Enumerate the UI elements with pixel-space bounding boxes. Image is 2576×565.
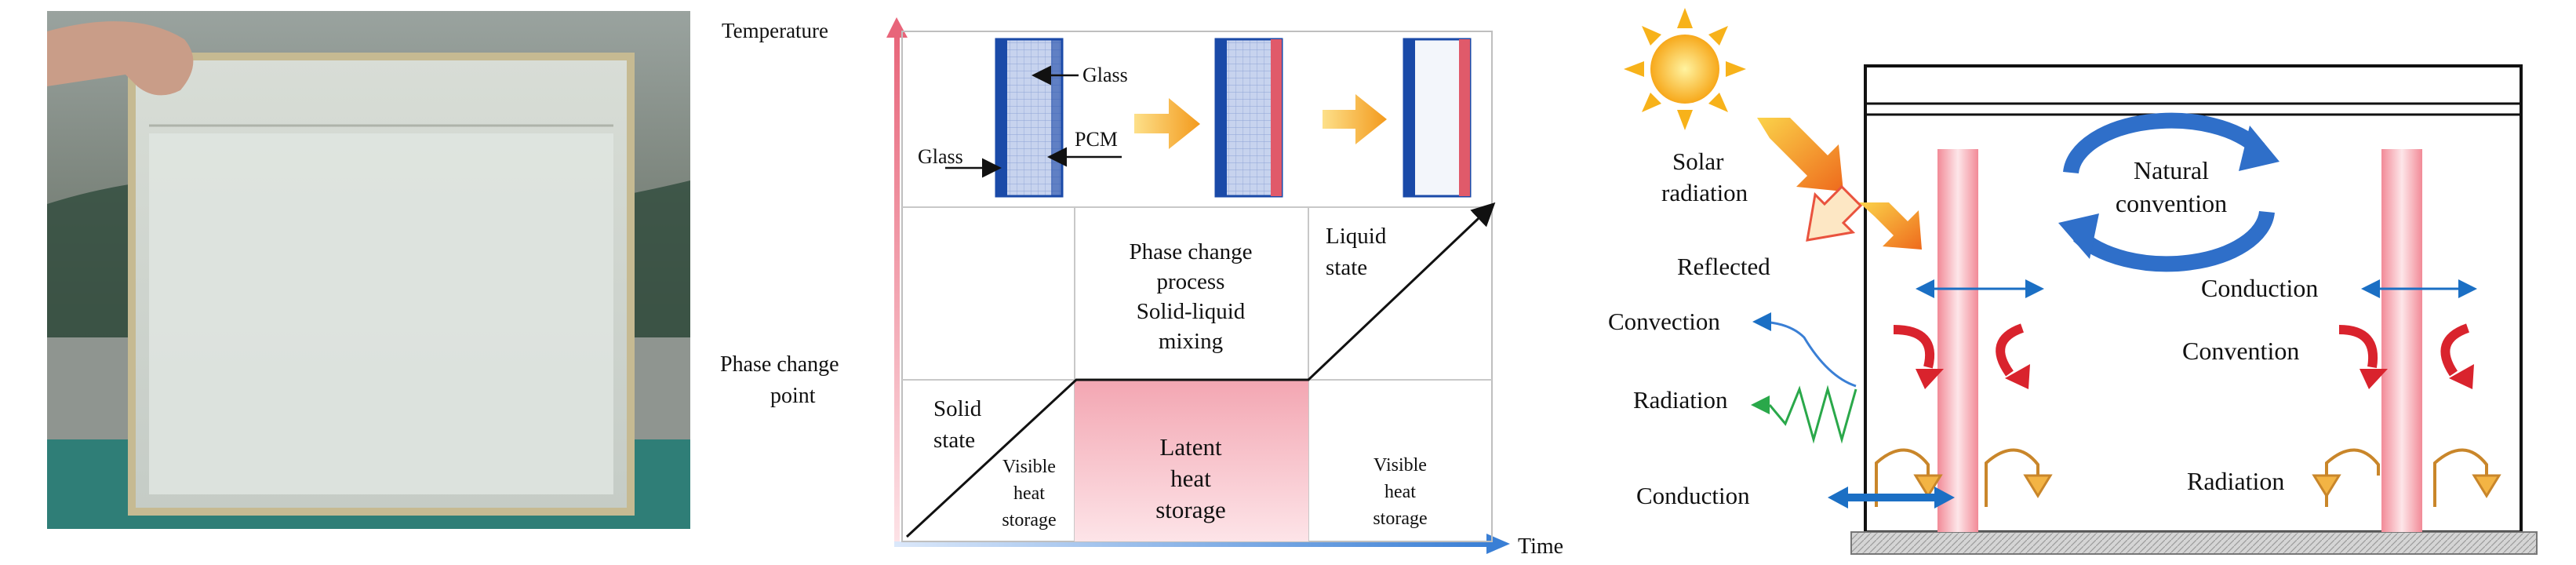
solar-radiation-arrow [1757, 118, 1843, 191]
solar-label-1: Solar [1672, 148, 1724, 175]
solar-label-2: radiation [1661, 179, 1748, 206]
visible-heat-right-1: Visible [1374, 455, 1427, 476]
sun-icon [1624, 8, 1746, 130]
pcm-window-mixing [1214, 38, 1283, 198]
glass-top-label: Glass [1082, 64, 1128, 86]
natural-convection-cycle [2058, 112, 2279, 272]
temperature-axis [894, 31, 900, 546]
visible-heat-right-3: storage [1373, 508, 1427, 529]
radiation-left-label: Radiation [1633, 386, 1728, 414]
convection-curls [1893, 323, 2470, 377]
time-axis [894, 541, 1490, 547]
visible-heat-left-3: storage [1002, 510, 1056, 530]
temperature-curve [905, 202, 1496, 538]
radiation-wave [1768, 385, 1857, 444]
convection-arrow [1752, 312, 1857, 388]
photo-panel [47, 11, 690, 529]
conduction-right-label: Conduction [2201, 274, 2318, 302]
phase-change-label-1: Phase change [720, 352, 839, 377]
phase-process-2: process [1157, 269, 1225, 294]
convection-label: Convection [1608, 308, 1720, 335]
pcm-glass-left [1937, 149, 1978, 532]
solid-state-2: state [933, 428, 975, 453]
glass-left-label: Glass [918, 145, 963, 168]
incident-arrow [1859, 202, 1922, 250]
reflected-arrow [1806, 184, 1863, 242]
pcm-label: PCM [1075, 128, 1118, 151]
solid-state-1: Solid [933, 396, 982, 421]
process-arrow-1 [1134, 98, 1200, 149]
phase-diagram: Temperature Time Phase change point [720, 17, 1563, 559]
phase-process-1: Phase change [1129, 239, 1252, 264]
radiation-right-label: Radiation [2187, 467, 2284, 495]
convention-right-label: Convention [2182, 337, 2299, 365]
ground [1850, 531, 2538, 555]
hand [47, 21, 194, 96]
process-arrow-2 [1323, 94, 1387, 144]
phase-change-label-2: point [770, 384, 816, 408]
visible-heat-left-1: Visible [1002, 457, 1056, 477]
liquid-state-1: Liquid [1326, 224, 1387, 249]
liquid-state-2: state [1326, 255, 1367, 280]
natural-convection-1: Natural [2134, 156, 2209, 184]
latent-3: storage [1155, 496, 1226, 523]
pcm-window-liquid [1403, 38, 1472, 198]
reflected-label: Reflected [1677, 253, 1770, 280]
visible-heat-right-2: heat [1384, 482, 1416, 502]
natural-convection-2: convention [2116, 189, 2227, 217]
radiation-hooks [1875, 448, 2488, 507]
latent-2: heat [1170, 465, 1211, 492]
conduction-left-label: Conduction [1636, 482, 1750, 509]
latent-1: Latent [1159, 433, 1222, 461]
pcm-window-solid [995, 38, 1064, 198]
x-axis-label: Time [1518, 534, 1563, 559]
latent-heat-region [1075, 380, 1308, 541]
visible-heat-left-2: heat [1013, 483, 1045, 504]
pcm-glass-right [2381, 149, 2422, 532]
heat-transfer-diagram: Solar radiation Reflected Natural conven… [1608, 8, 2538, 555]
phase-process-3: Solid-liquid [1137, 299, 1246, 324]
phase-process-4: mixing [1159, 329, 1223, 354]
y-axis-label: Temperature [722, 19, 828, 42]
